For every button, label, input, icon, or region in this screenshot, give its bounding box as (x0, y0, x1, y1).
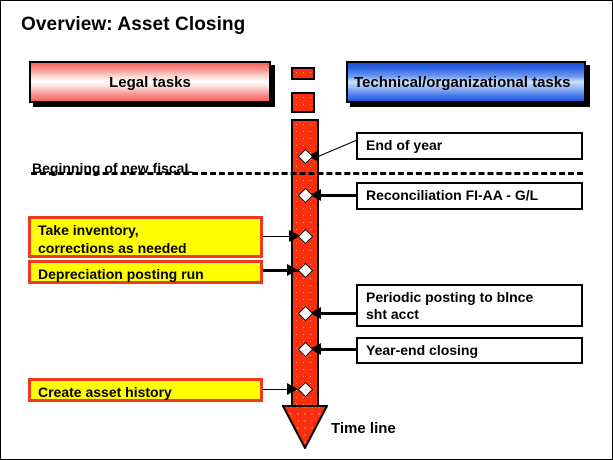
callout-take-inventory[interactable]: Take inventory, corrections as needed (28, 216, 263, 258)
connector-year-end-closing (319, 348, 356, 351)
callout-end-of-year-label: End of year (366, 137, 443, 153)
legend-legal-tasks: Legal tasks (29, 61, 271, 103)
connector-depreciation (263, 269, 299, 272)
page-title: Overview: Asset Closing (21, 14, 246, 35)
connector-reconciliation (319, 194, 356, 197)
timeline-arrowhead-icon (282, 405, 328, 449)
connector-arrowhead-4 (287, 264, 298, 276)
callout-depreciation-run[interactable]: Depreciation posting run (28, 260, 263, 284)
legend-swatch-upper (291, 67, 315, 80)
callout-take-inventory-line2: corrections as needed (38, 240, 187, 256)
legend-technical-tasks-label: Technical/organizational tasks (354, 73, 571, 91)
legend-legal-tasks-label: Legal tasks (109, 73, 191, 91)
connector-periodic-posting (319, 312, 356, 315)
fiscal-year-divider (31, 172, 583, 175)
legend-swatch-lower (291, 92, 315, 113)
connector-create-asset-history (263, 389, 299, 390)
callout-reconciliation[interactable]: Reconciliation FI-AA - G/L (356, 182, 583, 210)
callout-periodic-posting-line2: sht acct (366, 306, 419, 322)
callout-periodic-posting[interactable]: Periodic posting to blnce sht acct (356, 284, 583, 327)
callout-reconciliation-label: Reconciliation FI-AA - G/L (366, 187, 539, 203)
timeline-caption: Time line (331, 420, 396, 437)
callout-year-end-closing-label: Year-end closing (366, 342, 479, 358)
fiscal-year-divider-label: Beginning of new fiscaL (32, 160, 194, 176)
connector-take-inventory (263, 236, 299, 237)
connector-end-of-year (316, 139, 358, 158)
connector-arrowhead-7 (287, 383, 298, 395)
connector-arrowhead-5 (310, 307, 321, 319)
callout-periodic-posting-line1: Periodic posting to blnce (366, 289, 534, 305)
callout-end-of-year[interactable]: End of year (356, 132, 583, 160)
connector-arrowhead-6 (310, 343, 321, 355)
callout-create-asset-history[interactable]: Create asset history (28, 378, 263, 402)
connector-arrowhead-2 (310, 189, 321, 201)
connector-arrowhead-1 (308, 150, 319, 162)
callout-year-end-closing[interactable]: Year-end closing (356, 337, 583, 364)
callout-take-inventory-line1: Take inventory, (38, 222, 139, 238)
connector-arrowhead-3 (289, 230, 300, 242)
callout-create-asset-history-label: Create asset history (38, 384, 172, 400)
legend-technical-tasks: Technical/organizational tasks (346, 61, 586, 103)
callout-depreciation-run-label: Depreciation posting run (38, 266, 204, 282)
